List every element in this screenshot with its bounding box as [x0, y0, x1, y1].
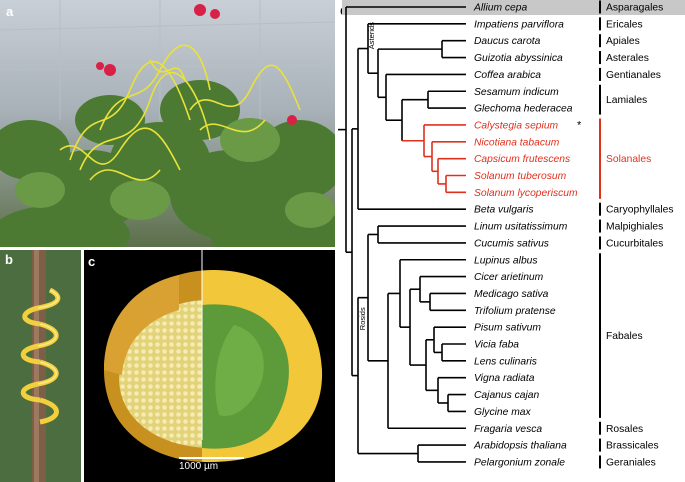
- order-label: Solanales: [606, 154, 651, 165]
- taxon-label: Coffea arabica: [474, 70, 541, 81]
- photo-coil-illustration: [0, 250, 81, 482]
- taxon-label: Solanum lycoperiscum: [474, 188, 578, 199]
- taxon-label: Fragaria vesca: [474, 424, 542, 435]
- taxon-label: Cicer arietinum: [474, 272, 544, 283]
- taxon-label: Vigna radiata: [474, 373, 535, 384]
- taxon-label: Vicia faba: [474, 340, 519, 351]
- taxon-label: Cajanus cajan: [474, 390, 540, 401]
- taxon-label: Cucumis sativus: [474, 238, 549, 249]
- taxon-label: Lens culinaris: [474, 356, 537, 367]
- clade-label: Rosids: [358, 307, 367, 330]
- taxon-label: Glycine max: [474, 407, 531, 418]
- panel-label-a: a: [6, 4, 14, 19]
- taxon-label: Glechoma hederacea: [474, 104, 573, 115]
- clade-label: Asterids: [367, 22, 376, 49]
- taxon-label: Allium cepa: [473, 3, 527, 14]
- order-label: Malpighiales: [606, 222, 663, 233]
- taxon-label: Beta vulgaris: [474, 205, 534, 216]
- order-label: Apiales: [606, 36, 640, 47]
- scale-bar-label: 1000 µm: [179, 461, 219, 472]
- order-label: Cucurbitales: [606, 238, 663, 249]
- taxon-label: Pelargonium zonale: [474, 457, 565, 468]
- order-label: Lamiales: [606, 95, 647, 106]
- taxon-label: Nicotiana tabacum: [474, 137, 560, 148]
- taxon-label: Pisum sativum: [474, 323, 541, 334]
- taxon-label: Linum usitatissimum: [474, 222, 568, 233]
- order-label: Brassicales: [606, 441, 659, 452]
- taxon-label: Calystegia sepium: [474, 120, 559, 131]
- order-label: Ericales: [606, 19, 643, 30]
- order-label: Asparagales: [606, 3, 663, 14]
- taxon-label: Daucus carota: [474, 36, 541, 47]
- order-label: Fabales: [606, 331, 643, 342]
- order-label: Caryophyllales: [606, 205, 674, 216]
- photo-dodder-coiling: b: [0, 250, 81, 482]
- taxon-label: Trifolium pratense: [474, 306, 556, 317]
- panel-label-b: b: [5, 252, 13, 267]
- taxon-label: Sesamum indicum: [474, 87, 559, 98]
- order-label: Gentianales: [606, 70, 661, 81]
- panel-label-c: c: [88, 254, 96, 269]
- order-label: Rosales: [606, 424, 643, 435]
- order-label: Geraniales: [606, 457, 656, 468]
- photo-dodder-illustration: [0, 0, 335, 247]
- micrograph-cross-section: c 1000 µm: [84, 250, 335, 482]
- taxon-label: Capsicum frutescens: [474, 154, 570, 165]
- taxon-label: Lupinus albus: [474, 255, 538, 266]
- photo-dodder-on-host: a: [0, 0, 335, 247]
- taxon-label: Guizotia abyssinica: [474, 53, 563, 64]
- taxon-label: Arabidopsis thaliana: [473, 441, 567, 452]
- taxon-label: Solanum tuberosum: [474, 171, 567, 182]
- taxon-marker: *: [577, 119, 582, 131]
- order-label: Asterales: [606, 53, 649, 64]
- micrograph-illustration: [84, 250, 335, 482]
- taxon-label: Medicago sativa: [474, 289, 549, 300]
- taxon-label: Impatiens parviflora: [474, 19, 564, 30]
